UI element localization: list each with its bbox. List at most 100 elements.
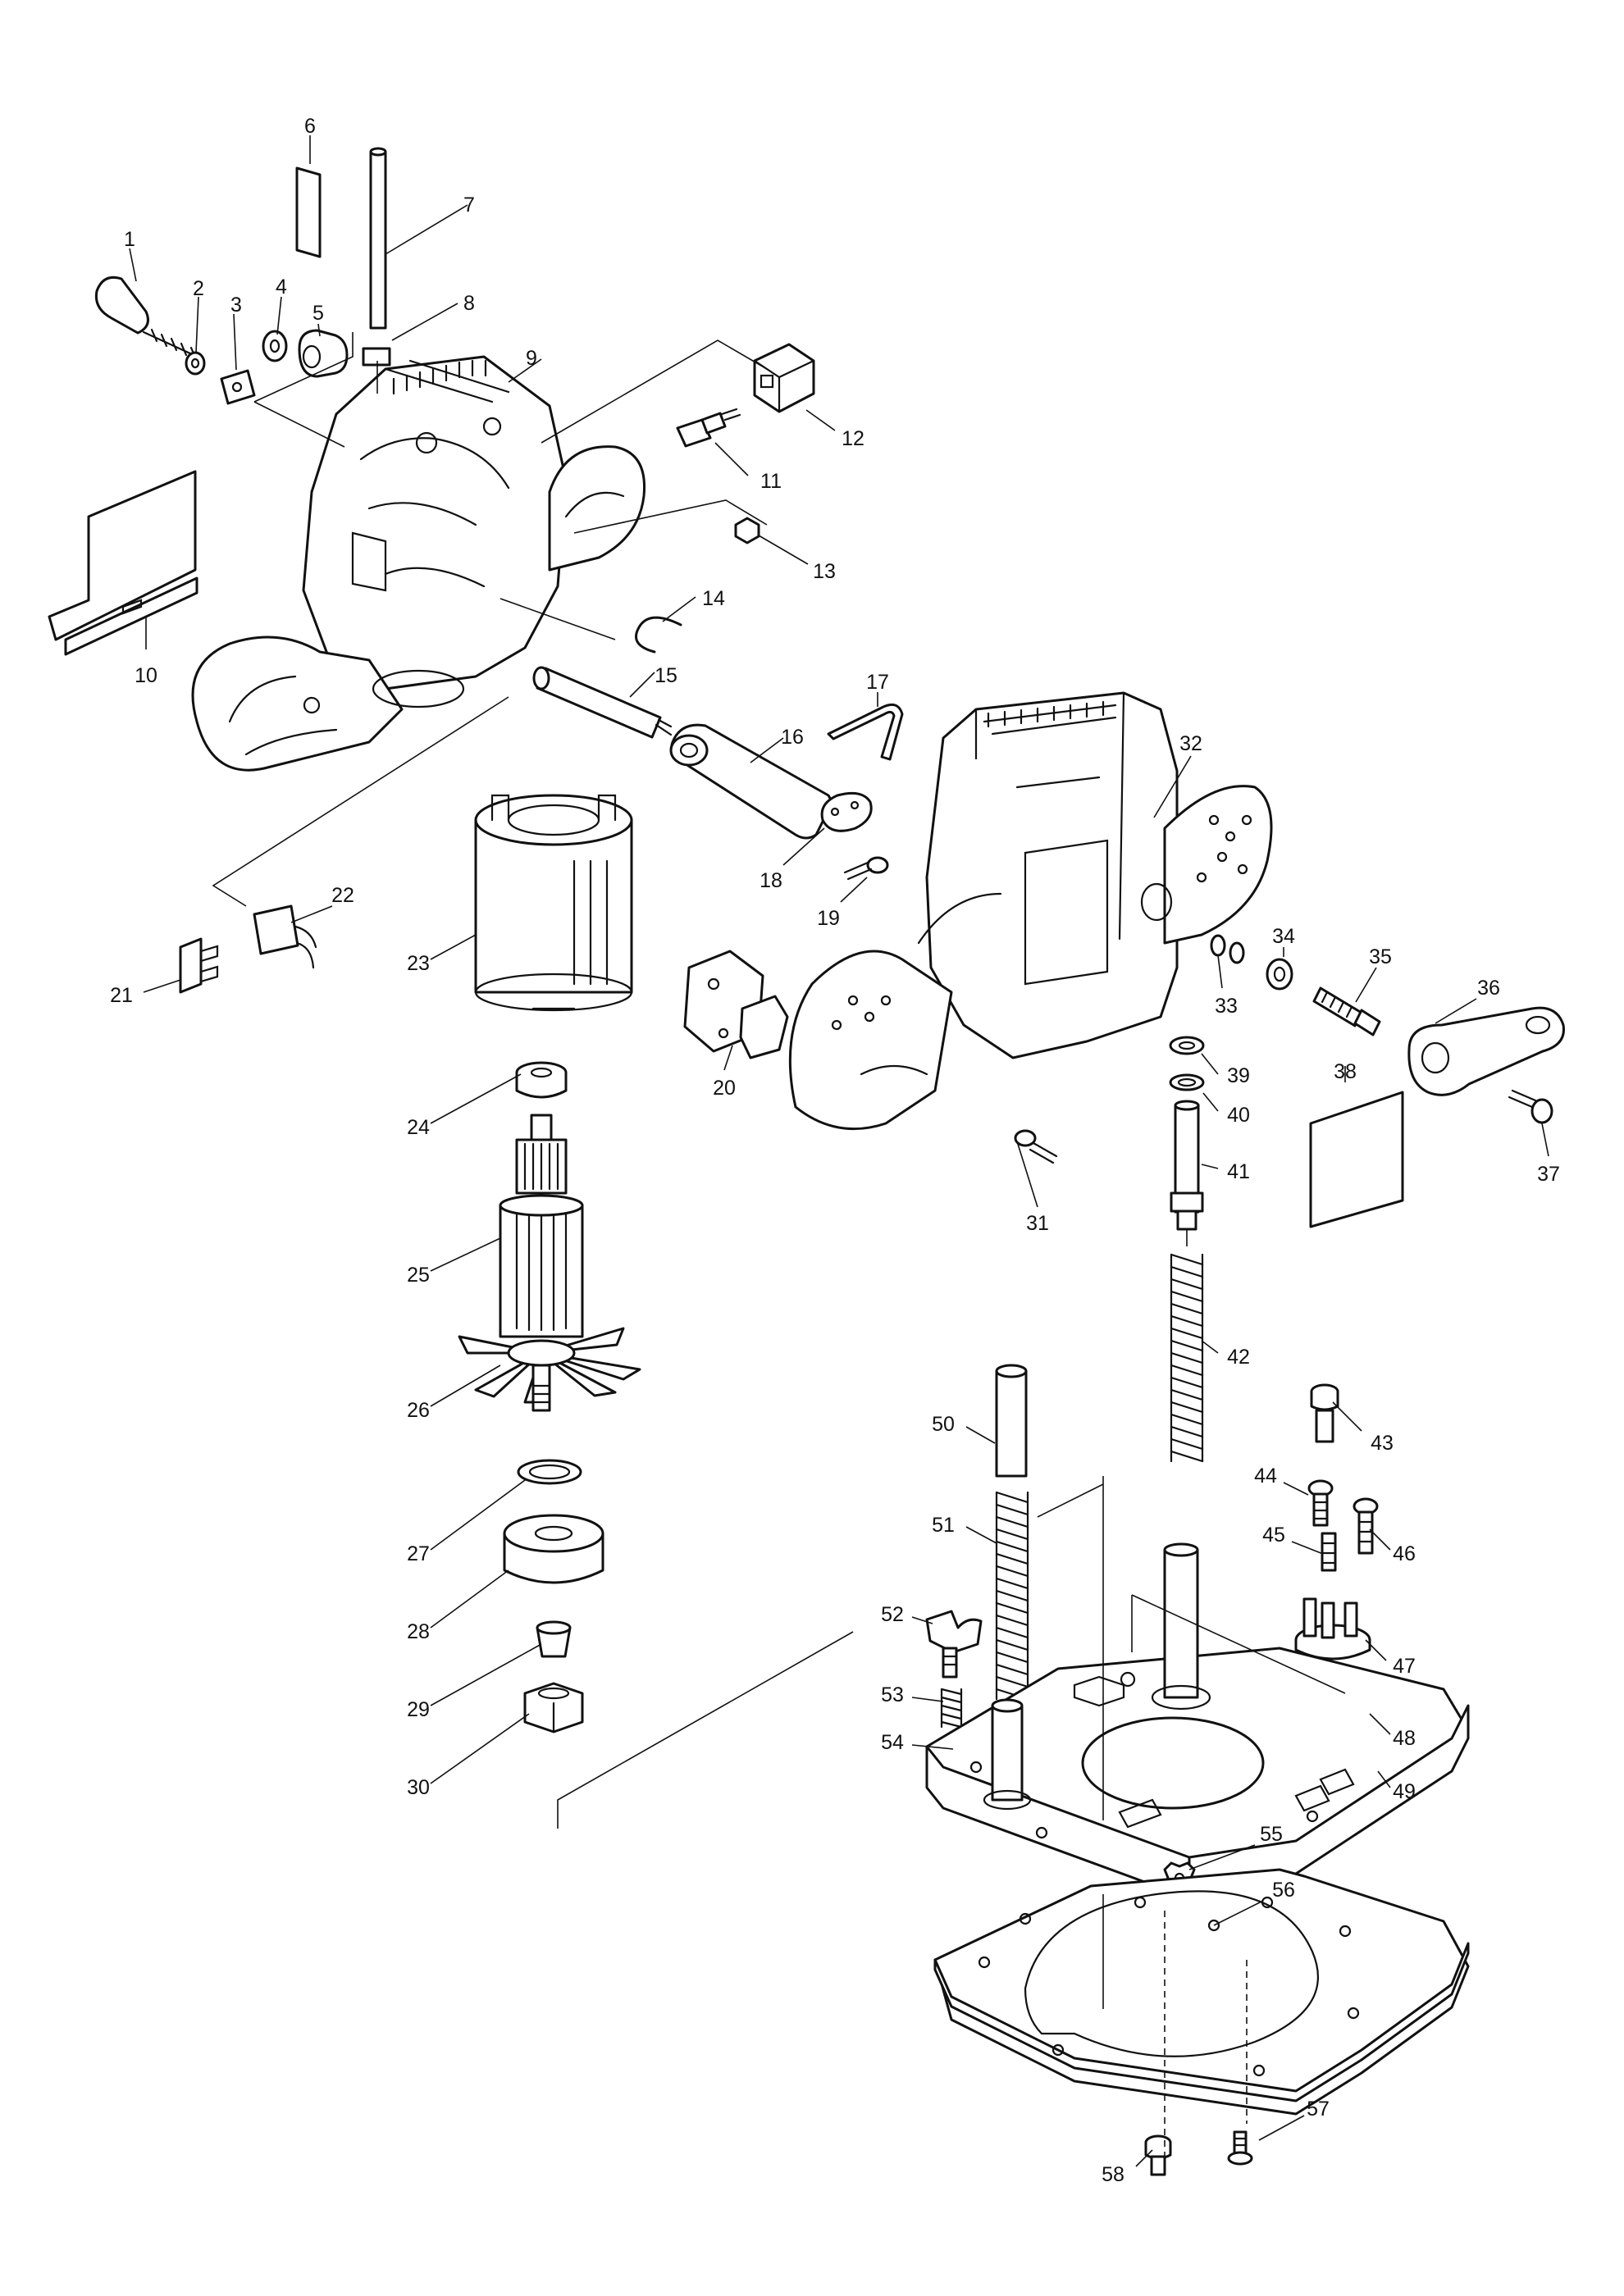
part-19-screw [843, 856, 889, 881]
part-22-capacitor [253, 904, 317, 969]
part-9-motor-housing [191, 355, 646, 772]
part-46-screw [1353, 1497, 1379, 1555]
callout-2: 2 [193, 277, 204, 300]
part-2-washer [185, 351, 206, 376]
part-12-brush-cap [753, 343, 815, 413]
callout-25: 25 [407, 1264, 430, 1287]
part-21-terminal [179, 937, 219, 994]
callout-32: 32 [1179, 732, 1202, 755]
callout-52: 52 [881, 1603, 904, 1626]
part-25-armature [499, 1114, 584, 1338]
part-42-spring [1170, 1253, 1204, 1463]
part-14-clip [635, 616, 682, 654]
part-13-nut [734, 517, 760, 544]
part-44-screw [1307, 1479, 1334, 1527]
callout-24: 24 [407, 1116, 430, 1139]
part-26-fan [458, 1327, 641, 1412]
callout-12: 12 [842, 427, 864, 450]
part-16-cord-guard [669, 723, 833, 840]
callout-53: 53 [881, 1683, 904, 1706]
part-35-bolt [1312, 986, 1381, 1036]
callout-47: 47 [1393, 1655, 1416, 1678]
callout-35: 35 [1369, 945, 1392, 968]
callout-36: 36 [1477, 977, 1500, 1000]
part-3-plate [220, 369, 256, 405]
callout-14: 14 [702, 587, 725, 610]
callout-33: 33 [1215, 995, 1238, 1018]
callout-6: 6 [304, 115, 316, 138]
callout-48: 48 [1393, 1727, 1416, 1750]
part-17-clamp [827, 703, 904, 761]
callout-3: 3 [230, 294, 242, 317]
part-39-snap-ring [1169, 1036, 1205, 1055]
part-27-washer [517, 1459, 582, 1485]
part-56-base-plate [933, 1868, 1470, 2116]
callout-46: 46 [1393, 1542, 1416, 1565]
part-1-knob-screw [94, 276, 203, 361]
part-43-screw [1310, 1383, 1339, 1443]
part-58-screw [1144, 2134, 1172, 2176]
part-50-pin [995, 1364, 1028, 1478]
callout-44: 44 [1254, 1465, 1277, 1487]
callout-27: 27 [407, 1542, 430, 1565]
part-30-nut [523, 1682, 584, 1733]
callout-56: 56 [1272, 1879, 1295, 1902]
callout-31: 31 [1026, 1212, 1049, 1235]
callout-55: 55 [1260, 1823, 1283, 1846]
callout-19: 19 [817, 907, 840, 930]
part-36-lever [1407, 1006, 1565, 1096]
callout-21: 21 [110, 984, 133, 1007]
leader-lines [129, 135, 1549, 2167]
part-34-washer [1266, 958, 1293, 991]
callout-37: 37 [1537, 1163, 1560, 1186]
part-18-strain-relief [820, 791, 873, 832]
callout-11: 11 [760, 470, 782, 493]
callout-13: 13 [813, 560, 836, 583]
part-31-screw [1014, 1129, 1058, 1164]
callout-15: 15 [655, 664, 677, 687]
callout-7: 7 [463, 194, 475, 216]
part-4-washer [262, 330, 288, 362]
callout-50: 50 [932, 1413, 955, 1436]
callout-34: 34 [1272, 925, 1295, 948]
callout-51: 51 [932, 1514, 955, 1537]
callout-17: 17 [866, 671, 889, 694]
part-28-bearing [503, 1514, 604, 1584]
callout-28: 28 [407, 1620, 430, 1643]
callout-40: 40 [1227, 1104, 1250, 1127]
part-41-shaft [1170, 1100, 1204, 1231]
callout-9: 9 [526, 347, 537, 370]
part-38-label [1309, 1091, 1404, 1228]
callout-42: 42 [1227, 1346, 1250, 1369]
callout-8: 8 [463, 292, 475, 315]
part-37-screw [1508, 1089, 1553, 1124]
callout-39: 39 [1227, 1064, 1250, 1087]
callout-43: 43 [1371, 1432, 1394, 1455]
part-45-screw [1321, 1532, 1337, 1572]
part-24-bearing [515, 1061, 568, 1099]
part-29-collet [536, 1620, 572, 1658]
callout-10: 10 [135, 664, 157, 687]
part-51-spring [995, 1491, 1029, 1701]
part-33-rings [1210, 934, 1245, 964]
callout-58: 58 [1102, 2163, 1124, 2186]
callout-38: 38 [1334, 1060, 1357, 1083]
callout-20: 20 [713, 1077, 736, 1100]
callout-54: 54 [881, 1731, 904, 1754]
part-5-bushing [298, 329, 349, 378]
part-23-stator [474, 794, 633, 1012]
part-10-dust-shield [48, 470, 198, 656]
part-20-switch [683, 950, 789, 1059]
callout-30: 30 [407, 1776, 430, 1799]
part-7-rod [369, 147, 387, 330]
part-11-carbon-brush [676, 408, 741, 448]
part-15-pin [532, 666, 673, 739]
part-32-main-housing [788, 691, 1273, 1131]
callout-18: 18 [760, 869, 782, 892]
part-52-wing-screw [925, 1610, 983, 1679]
part-54-base [925, 1542, 1470, 1900]
callout-22: 22 [331, 884, 354, 907]
callout-57: 57 [1307, 2098, 1330, 2121]
part-illustrations [48, 147, 1565, 2176]
